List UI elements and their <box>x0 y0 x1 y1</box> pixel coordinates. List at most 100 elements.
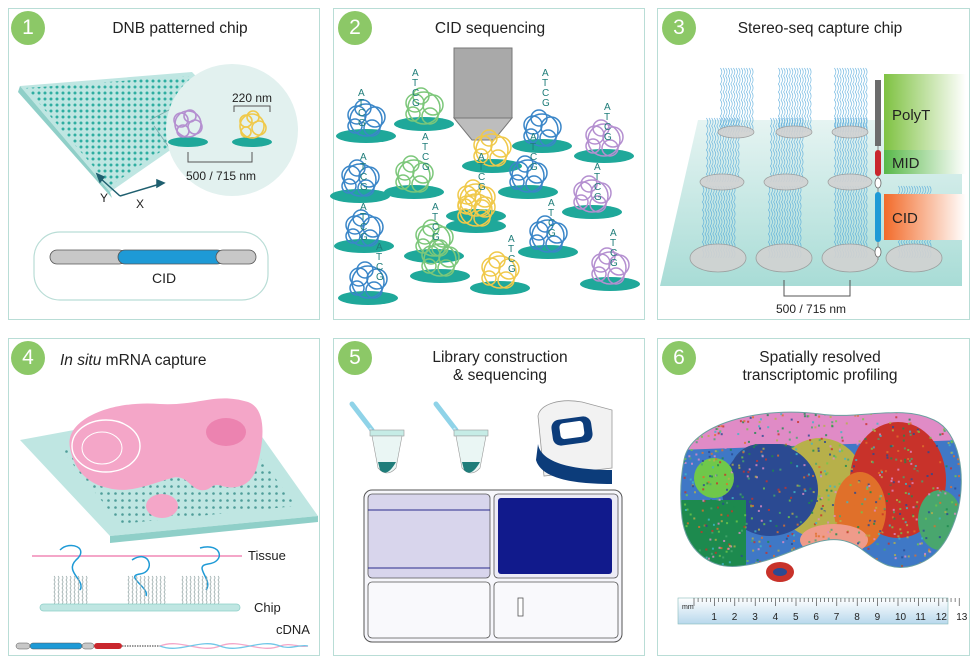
seq-letter: C <box>478 172 485 183</box>
seq-letter: G <box>358 118 366 129</box>
seq-letter: T <box>432 212 438 223</box>
seq-letter: T <box>508 244 514 255</box>
dnb-spot <box>512 109 572 153</box>
seq-letter: G <box>530 162 538 173</box>
chip-label: Chip <box>254 600 281 615</box>
ruler-number: 12 <box>936 612 948 623</box>
cid-label: CID <box>152 270 176 286</box>
seq-letter: C <box>360 172 367 183</box>
dnb-spot <box>336 99 396 143</box>
pipette-tube-1 <box>349 401 405 474</box>
scale-ruler <box>677 597 949 625</box>
ruler-number: 8 <box>854 612 860 623</box>
dnb-spot <box>330 159 390 203</box>
seq-letter: A <box>360 202 367 213</box>
ruler-number: 2 <box>732 612 738 623</box>
seq-letter: A <box>594 162 601 173</box>
dnb-yellow <box>239 110 267 139</box>
capture-pitch-label: 500 / 715 nm <box>776 302 846 316</box>
seq-letter: G <box>478 182 486 193</box>
seq-letter: T <box>530 142 536 153</box>
seq-letter: C <box>604 122 611 133</box>
cid-box-label: CID <box>892 210 918 227</box>
seq-letter: T <box>594 172 600 183</box>
panel-4-title-rest: mRNA capture <box>101 352 207 369</box>
seq-letter: C <box>594 182 601 193</box>
seq-letter: A <box>530 132 537 143</box>
ruler-number: 10 <box>895 612 907 623</box>
xy-axis <box>95 172 166 197</box>
seq-letter: A <box>360 152 367 163</box>
seq-letter: C <box>422 152 429 163</box>
seq-letter: T <box>376 252 382 263</box>
sequencer-machine <box>536 400 613 484</box>
ruler-number: 11 <box>915 612 926 623</box>
panel-3-badge: 3 <box>662 11 696 45</box>
panel-3-title: Stereo-seq capture chip <box>737 20 903 37</box>
ruler-number: 3 <box>752 612 758 623</box>
seq-letter: C <box>432 222 439 233</box>
panel-6-title-line2: transcriptomic profiling <box>742 367 898 384</box>
panel-4-title-italic: In situ <box>60 352 102 369</box>
panel-1-title: DNB patterned chip <box>112 20 248 37</box>
panel-2-badge: 2 <box>338 11 372 45</box>
seq-letter: T <box>422 142 428 153</box>
seq-letter: A <box>376 242 383 253</box>
dnb-spot <box>384 155 444 199</box>
mid-box <box>884 150 966 174</box>
seq-letter: C <box>360 222 367 233</box>
panel-4-title: In situ mRNA capture <box>60 352 290 370</box>
seq-letter: G <box>376 272 384 283</box>
pitch-label: 500 / 715 nm <box>186 169 256 183</box>
cid-segment <box>875 192 881 242</box>
dnb-spot <box>574 119 634 163</box>
seq-letter: G <box>422 162 430 173</box>
panel-1-badge: 1 <box>11 11 45 45</box>
ruler-number: 6 <box>813 612 819 623</box>
panel-4-badge: 4 <box>11 341 45 375</box>
spatial-map <box>680 412 962 568</box>
seq-letter: A <box>542 68 549 79</box>
dnb-spot <box>394 87 454 131</box>
dnb-spot <box>462 129 522 173</box>
seq-letter: C <box>548 218 555 229</box>
seq-letter: T <box>478 162 484 173</box>
seq-letter: T <box>412 78 418 89</box>
dnb-spot <box>518 215 578 259</box>
panel-5-title-line2: & sequencing <box>453 367 547 384</box>
cid-construct-box <box>33 231 269 301</box>
panel-6-title-line1: Spatially resolved <box>759 349 881 366</box>
seq-letter: C <box>530 152 537 163</box>
seq-letter: G <box>432 232 440 243</box>
seq-letter: C <box>508 254 515 265</box>
dnb-spot <box>562 175 622 219</box>
seq-letter: T <box>604 112 610 123</box>
seq-letter: T <box>610 238 616 249</box>
mid-segment <box>875 150 881 176</box>
seq-letter: A <box>478 152 485 163</box>
pipette-tube-2 <box>433 401 489 474</box>
seq-letter: T <box>360 212 366 223</box>
ruler-number: 1 <box>711 612 717 623</box>
ruler-number: 7 <box>834 612 840 623</box>
seq-letter: G <box>610 258 618 269</box>
dnb-spot <box>580 247 640 291</box>
seq-letter: A <box>604 102 611 113</box>
seq-letter: G <box>360 182 368 193</box>
seq-letter: C <box>610 248 617 259</box>
seq-letter: T <box>548 208 554 219</box>
dnb-spot <box>470 251 530 295</box>
dnb-spot <box>334 209 394 253</box>
seq-letter: C <box>358 108 365 119</box>
seq-letter: G <box>542 98 550 109</box>
seq-letter: T <box>358 98 364 109</box>
seq-letter: A <box>548 198 555 209</box>
spacing-label: 220 nm <box>232 91 272 105</box>
seq-letter: A <box>422 132 429 143</box>
dnb-spot <box>498 155 558 199</box>
